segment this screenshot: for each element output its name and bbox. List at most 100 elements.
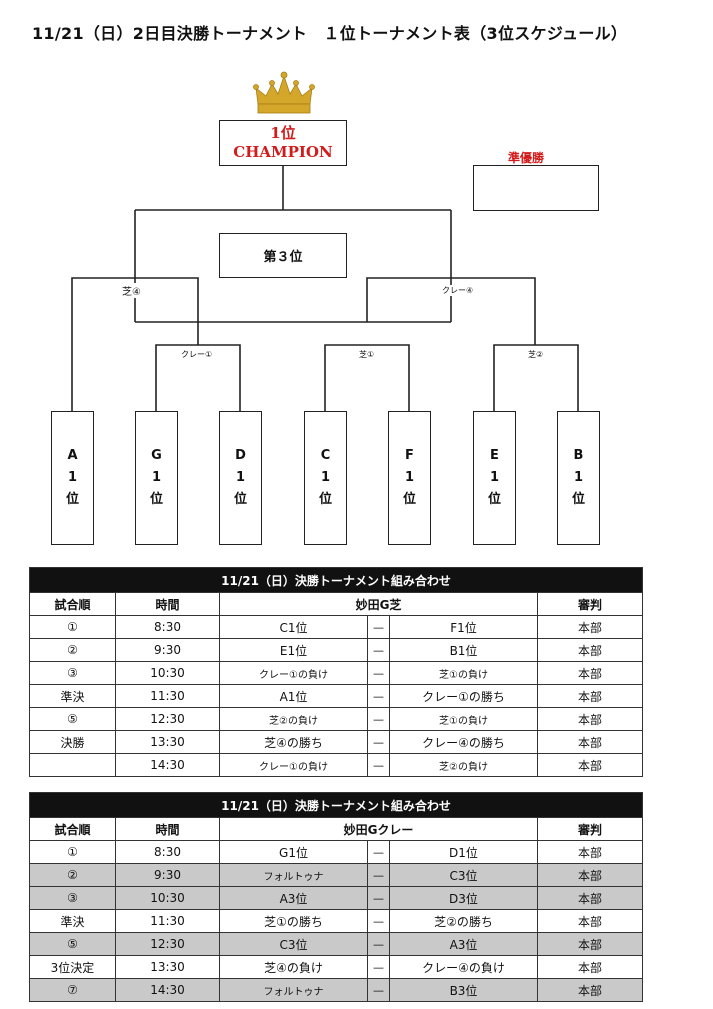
team-left: A1位 xyxy=(219,684,368,708)
referee: 本部 xyxy=(536,730,644,754)
team-box-e: E 1 位 xyxy=(473,411,516,545)
team-number: 1 xyxy=(320,470,331,485)
table-caption: 11/21（日）決勝トーナメント組み合わせ xyxy=(28,792,644,818)
team-rank: 位 xyxy=(149,492,163,507)
header-referee: 審判 xyxy=(536,817,644,841)
match-order xyxy=(29,753,116,777)
referee: 本部 xyxy=(536,684,644,708)
referee: 本部 xyxy=(536,932,644,956)
team-box-f: F 1 位 xyxy=(388,411,431,545)
team-left: E1位 xyxy=(219,638,368,662)
referee: 本部 xyxy=(536,615,644,639)
match-order: 決勝 xyxy=(29,730,116,754)
team-right: B1位 xyxy=(389,638,538,662)
team-right: クレー④の負け xyxy=(389,955,538,979)
team-right: C3位 xyxy=(389,863,538,887)
versus-dash: — xyxy=(367,932,390,956)
match-order: ② xyxy=(29,863,116,887)
match-order: 準決 xyxy=(29,909,116,933)
table-row: 準決 11:30 芝①の勝ち — 芝②の勝ち 本部 xyxy=(29,909,644,933)
match-order: ② xyxy=(29,638,116,662)
versus-dash: — xyxy=(367,886,390,910)
match-order: 3位決定 xyxy=(29,955,116,979)
referee: 本部 xyxy=(536,753,644,777)
team-right: 芝①の負け xyxy=(389,707,538,731)
match-time: 8:30 xyxy=(115,615,220,639)
page-title: 11/21（日）2日目決勝トーナメント １位トーナメント表（3位スケジュール） xyxy=(32,24,628,43)
versus-dash: — xyxy=(367,863,390,887)
team-number: 1 xyxy=(404,470,415,485)
match-label-clay4: クレー④ xyxy=(440,285,476,296)
team-right: B3位 xyxy=(389,978,538,1002)
match-time: 13:30 xyxy=(115,955,220,979)
table-row: ② 9:30 フォルトゥナ — C3位 本部 xyxy=(29,863,644,887)
team-letter: F xyxy=(405,448,414,463)
match-label-clay1: クレー① xyxy=(179,349,215,360)
referee: 本部 xyxy=(536,840,644,864)
header-time: 時間 xyxy=(115,592,220,616)
table-row: ② 9:30 E1位 — B1位 本部 xyxy=(29,638,644,662)
team-rank: 位 xyxy=(318,492,332,507)
team-letter: E xyxy=(490,448,499,463)
team-left: フォルトゥナ xyxy=(219,863,368,887)
team-right: F1位 xyxy=(389,615,538,639)
crown-icon xyxy=(253,71,315,114)
team-left: 芝④の勝ち xyxy=(219,730,368,754)
team-letter: A xyxy=(67,448,78,463)
versus-dash: — xyxy=(367,909,390,933)
team-box-d: D 1 位 xyxy=(219,411,262,545)
schedule-table-grass: 11/21（日）決勝トーナメント組み合わせ 試合順 時間 妙田G芝 審判 ① 8… xyxy=(28,567,644,777)
referee: 本部 xyxy=(536,886,644,910)
team-box-g: G 1 位 xyxy=(135,411,178,545)
team-left: 芝②の負け xyxy=(219,707,368,731)
referee: 本部 xyxy=(536,909,644,933)
team-letter: D xyxy=(235,448,246,463)
versus-dash: — xyxy=(367,615,390,639)
champion-label: CHAMPION xyxy=(233,143,333,161)
team-rank: 位 xyxy=(487,492,501,507)
header-time: 時間 xyxy=(115,817,220,841)
team-left: C3位 xyxy=(219,932,368,956)
referee: 本部 xyxy=(536,638,644,662)
versus-dash: — xyxy=(367,955,390,979)
versus-dash: — xyxy=(367,661,390,685)
table-row: ⑤ 12:30 芝②の負け — 芝①の負け 本部 xyxy=(29,707,644,731)
team-letter: G xyxy=(151,448,162,463)
header-referee: 審判 xyxy=(536,592,644,616)
team-left: C1位 xyxy=(219,615,368,639)
header-order: 試合順 xyxy=(29,817,116,841)
versus-dash: — xyxy=(367,638,390,662)
match-label-shiba4: 芝④ xyxy=(120,283,143,298)
third-place-label: 第３位 xyxy=(263,250,303,265)
referee: 本部 xyxy=(536,863,644,887)
bracket-lines xyxy=(71,71,579,411)
team-box-c: C 1 位 xyxy=(304,411,347,545)
team-right: 芝②の勝ち xyxy=(389,909,538,933)
team-left: 芝④の負け xyxy=(219,955,368,979)
table-row: 14:30 クレー①の負け — 芝②の負け 本部 xyxy=(29,753,644,777)
versus-dash: — xyxy=(367,978,390,1002)
versus-dash: — xyxy=(367,753,390,777)
header-venue: 妙田G芝 xyxy=(219,592,538,616)
match-time: 14:30 xyxy=(115,753,220,777)
referee: 本部 xyxy=(536,661,644,685)
match-time: 10:30 xyxy=(115,886,220,910)
match-time: 11:30 xyxy=(115,684,220,708)
referee: 本部 xyxy=(536,707,644,731)
match-label-shiba2: 芝② xyxy=(526,349,546,360)
team-left: フォルトゥナ xyxy=(219,978,368,1002)
match-order: ⑤ xyxy=(29,707,116,731)
team-letter: B xyxy=(573,448,584,463)
match-order: ① xyxy=(29,840,116,864)
team-right: クレー④の勝ち xyxy=(389,730,538,754)
match-order: 準決 xyxy=(29,684,116,708)
versus-dash: — xyxy=(367,684,390,708)
header-order: 試合順 xyxy=(29,592,116,616)
match-order: ① xyxy=(29,615,116,639)
team-right: D3位 xyxy=(389,886,538,910)
team-right: A3位 xyxy=(389,932,538,956)
runner-up-label: 準優勝 xyxy=(508,151,545,165)
match-order: ③ xyxy=(29,886,116,910)
versus-dash: — xyxy=(367,840,390,864)
table-row: ① 8:30 G1位 — D1位 本部 xyxy=(29,840,644,864)
